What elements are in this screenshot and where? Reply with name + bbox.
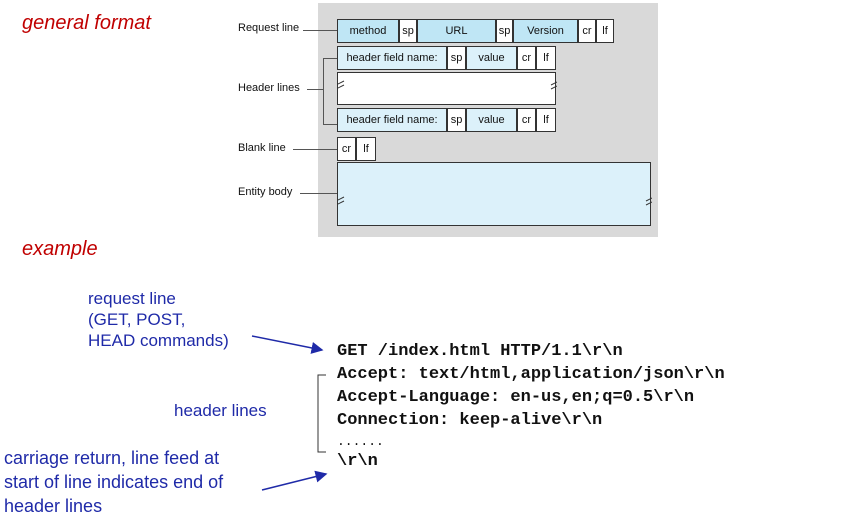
annotation-line: start of line indicates end of bbox=[4, 472, 224, 492]
field-sp: sp bbox=[447, 108, 466, 132]
example-label: example bbox=[22, 238, 98, 260]
arrow-crlf bbox=[261, 470, 328, 491]
field-lf: lf bbox=[596, 19, 614, 43]
field-method: method bbox=[337, 19, 399, 43]
field-header-name: header field name: bbox=[337, 108, 447, 132]
row-label-blank-line: Blank line bbox=[238, 142, 286, 154]
annotation-line: header lines bbox=[4, 496, 103, 516]
http-request-example: GET /index.html HTTP/1.1\r\n Accept: tex… bbox=[337, 342, 725, 475]
break-marks bbox=[338, 80, 557, 90]
leader-line-entity bbox=[300, 193, 337, 194]
header-bracket bbox=[323, 58, 324, 124]
code-line: Accept-Language: en-us,en;q=0.5\r\n bbox=[337, 388, 695, 407]
leader-line-request bbox=[303, 30, 337, 31]
field-value: value bbox=[466, 108, 517, 132]
leader-line-header bbox=[307, 89, 323, 90]
arrow-request-line bbox=[251, 335, 324, 354]
header-lines-bracket bbox=[317, 374, 326, 453]
annotation-crlf: carriage return, line feed at start of l… bbox=[4, 446, 223, 518]
annotation-line: carriage return, line feed at bbox=[4, 448, 220, 468]
annotation-line: HEAD commands) bbox=[88, 331, 229, 350]
code-line: Accept: text/html,application/json\r\n bbox=[337, 365, 725, 384]
field-lf: lf bbox=[536, 108, 556, 132]
field-lf: lf bbox=[356, 137, 376, 161]
break-marks bbox=[338, 196, 652, 206]
field-cr: cr bbox=[517, 108, 536, 132]
row-label-request-line: Request line bbox=[238, 22, 300, 34]
field-header-name: header field name: bbox=[337, 46, 447, 70]
field-value: value bbox=[466, 46, 517, 70]
code-line: \r\n bbox=[337, 452, 378, 471]
code-line: GET /index.html HTTP/1.1\r\n bbox=[337, 342, 623, 361]
field-sp: sp bbox=[399, 19, 417, 43]
field-url: URL bbox=[417, 19, 496, 43]
field-lf: lf bbox=[536, 46, 556, 70]
field-sp: sp bbox=[447, 46, 466, 70]
annotation-request-line: request line (GET, POST, HEAD commands) bbox=[88, 288, 229, 351]
leader-line-blank bbox=[293, 149, 337, 150]
row-label-header-lines: Header lines bbox=[238, 82, 300, 94]
field-cr: cr bbox=[578, 19, 596, 43]
annotation-line: request line bbox=[88, 289, 176, 308]
field-sp: sp bbox=[496, 19, 513, 43]
header-lines-filler bbox=[337, 72, 557, 105]
field-cr: cr bbox=[517, 46, 536, 70]
general-format-label: general format bbox=[22, 12, 151, 34]
field-version: Version bbox=[513, 19, 578, 43]
field-cr: cr bbox=[337, 137, 356, 161]
code-line: Connection: keep-alive\r\n bbox=[337, 411, 603, 430]
row-label-entity-body: Entity body bbox=[238, 186, 293, 198]
code-ellipsis: ...... bbox=[337, 434, 384, 449]
entity-body-box bbox=[337, 162, 652, 226]
header-bracket-top bbox=[323, 58, 337, 59]
annotation-header-lines: header lines bbox=[174, 401, 267, 420]
header-bracket-bottom bbox=[323, 124, 337, 125]
annotation-line: (GET, POST, bbox=[88, 310, 186, 329]
